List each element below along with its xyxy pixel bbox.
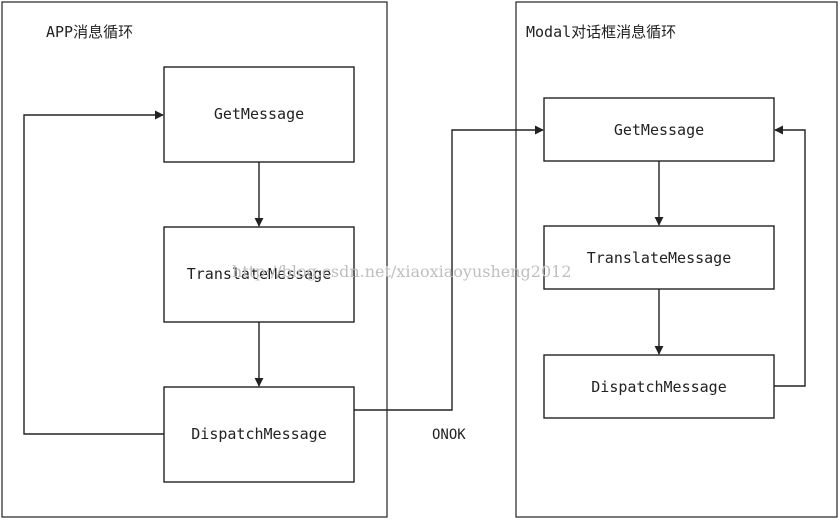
app-get-message-node: GetMessage [163,66,355,163]
app-dispatch-message-node: DispatchMessage [163,386,355,483]
app-get-message-label: GetMessage [214,105,304,123]
app-panel-title: APP消息循环 [46,23,133,41]
modal-dispatch-message-label: DispatchMessage [591,378,726,396]
app-loop-panel: APP消息循环 GetMessage TranslateMessage Disp… [1,1,388,518]
edge-label-onok: ONOK [432,427,466,443]
modal-panel-frame [515,1,838,518]
app-edge-dispatch-loop-back [23,110,164,435]
modal-loop-panel: Modal对话框消息循环 GetMessage TranslateMessage… [515,1,838,518]
modal-get-message-node: GetMessage [543,97,775,162]
app-panel-frame [1,1,388,518]
app-translate-message-label: TranslateMessage [187,265,332,283]
app-translate-message-node: TranslateMessage [163,226,355,323]
modal-panel-title: Modal对话框消息循环 [526,23,676,41]
modal-translate-message-node: TranslateMessage [543,225,775,290]
watermark-url: http://blog.csdn.net/xiaoxiaoyusheng2012 [232,262,572,281]
modal-edge-dispatch-loop-back [774,125,806,387]
modal-translate-message-label: TranslateMessage [587,249,732,267]
app-dispatch-message-label: DispatchMessage [191,425,326,443]
modal-get-message-label: GetMessage [614,121,704,139]
modal-dispatch-message-node: DispatchMessage [543,354,775,419]
edge-app-dispatch-to-modal-get [354,125,544,411]
